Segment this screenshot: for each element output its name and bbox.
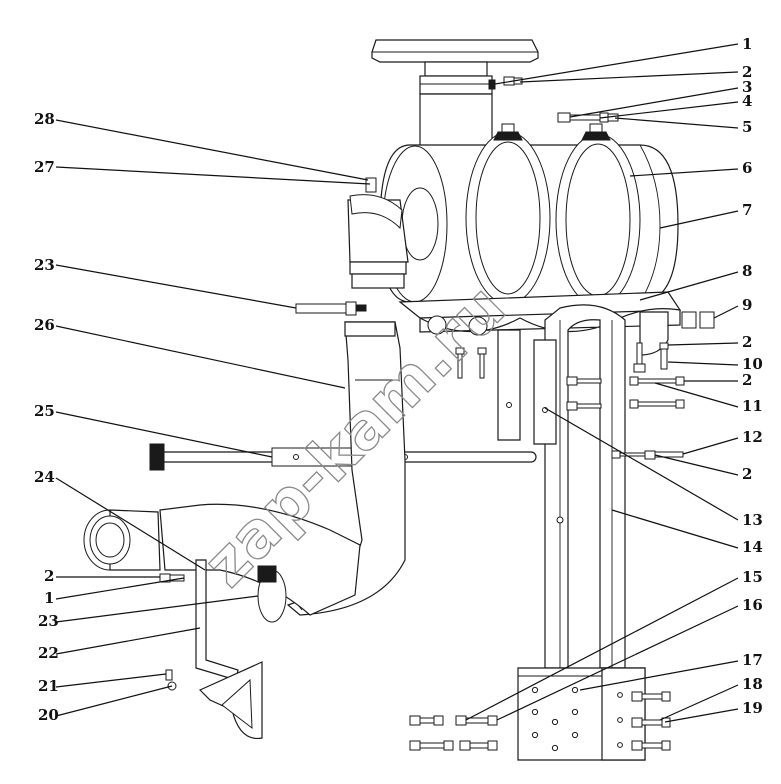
callout-number: 26 [34,316,55,334]
callout-number: 24 [34,468,55,486]
leader-line [654,454,739,476]
callout-number: 1 [44,589,54,607]
callout-number: 4 [742,92,752,110]
callout-number: 20 [38,706,59,724]
callout-number: 21 [38,677,59,695]
callout-number: 2 [742,371,752,389]
callout-number: 13 [742,511,763,529]
inlet-elbow [347,194,409,289]
base-plate [517,667,646,761]
callout-number: 2 [742,333,752,351]
callout-number: 3 [742,78,752,96]
leader-line [614,117,739,129]
callout-number: 19 [742,699,763,717]
callout-number: 2 [742,63,752,81]
leader-line [579,660,739,691]
leader-line [599,101,739,119]
callout-number: 27 [34,158,55,176]
callout-number: 8 [742,262,752,280]
leader-line [55,166,371,185]
leader-line [55,595,259,623]
callout-number: 22 [38,644,59,662]
callout-number: 14 [742,538,763,556]
leader-line [544,407,739,521]
callout-number: 12 [742,428,763,446]
callout-number: 23 [34,256,55,274]
callout-number: 11 [742,397,763,415]
support-arm [195,559,263,740]
leader-line [55,477,206,571]
callout-number: 9 [742,296,752,314]
leader-line [465,577,739,721]
leader-line [55,673,167,688]
callout-number: 17 [742,651,763,669]
leader-line [682,437,739,455]
leader-line [496,605,739,721]
leader-line [519,71,739,83]
callout-labels: 1234567892102111221314151617181928272326… [34,35,763,724]
callout-number: 10 [742,355,763,373]
callout-number: 28 [34,110,55,128]
leader-line [494,43,739,85]
leader-line [654,382,739,408]
air-intake-cap [371,39,539,151]
callout-number: 7 [742,201,752,219]
leader-line [659,210,739,229]
callout-number: 6 [742,159,752,177]
callout-number: 15 [742,568,763,586]
callout-number: 5 [742,118,752,136]
air-cleaner-housing [365,123,679,307]
leader-line [55,411,273,458]
leader-line [664,708,739,723]
leader-line [713,305,739,319]
callout-number: 1 [742,35,752,53]
callout-number: 2 [44,567,54,585]
leader-line [667,342,739,346]
leader-line [659,684,739,721]
leader-line [611,509,739,549]
leader-line [55,577,185,600]
intake-duct [83,503,361,623]
callout-number: 23 [38,612,59,630]
callout-number: 2 [742,465,752,483]
leader-line [55,119,369,181]
leader-line [55,685,173,717]
leader-line [639,271,739,301]
leader-line [55,264,297,309]
leader-line [55,325,346,389]
leader-line [569,87,739,118]
callout-number: 25 [34,402,55,420]
tie-rod [149,443,537,471]
leader-line [629,168,739,177]
leader-line [667,361,739,366]
callout-number: 18 [742,675,763,693]
callout-number: 16 [742,596,763,614]
leader-line [55,627,201,655]
leader-lines [55,43,739,723]
